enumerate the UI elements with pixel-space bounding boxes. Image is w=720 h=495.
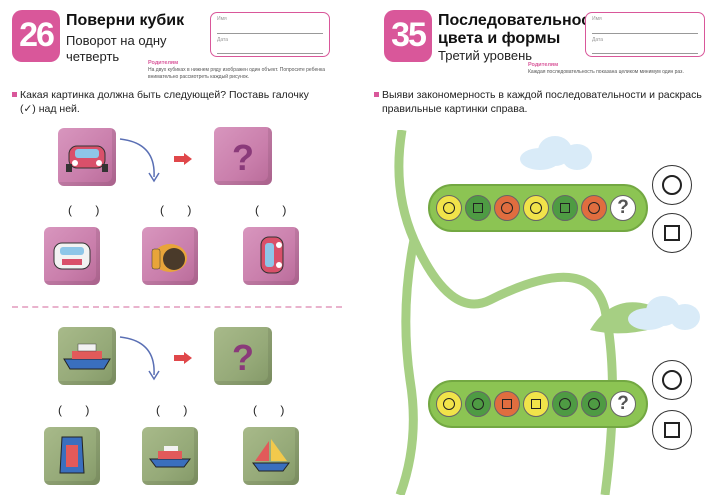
square-shape-icon (531, 399, 541, 409)
task-bullet (12, 92, 17, 97)
parents-note-right: Каждая последовательность показана целик… (528, 69, 684, 75)
pea-5 (552, 391, 578, 417)
circle-shape-icon (588, 398, 600, 410)
rotate-arrow-icon-2 (119, 336, 160, 381)
name-line[interactable] (217, 33, 323, 34)
pea-6 (581, 391, 607, 417)
left-page: 26 Поверни кубик Поворот на одну четверт… (12, 10, 342, 485)
parents-heading: Родителям (148, 60, 179, 66)
name-date-box-right: Имя Дата (585, 12, 705, 57)
name-line-right[interactable] (592, 33, 698, 34)
pea-4 (523, 195, 549, 221)
square-shape-icon (664, 422, 680, 438)
sailboat-icon (252, 439, 290, 472)
pea-6 (581, 195, 607, 221)
page-number: 26 (19, 16, 55, 54)
pea-4 (523, 391, 549, 417)
checkbox-4[interactable]: ( ) (58, 403, 100, 417)
circle-shape-icon (472, 398, 484, 410)
circle-shape-icon (662, 370, 682, 390)
circle-shape-icon (443, 202, 455, 214)
square-shape-icon (560, 203, 570, 213)
question-mark-2: ? (232, 337, 254, 378)
pea-pod-2: ? (428, 380, 648, 428)
ship-side-icon (149, 446, 191, 468)
name-date-box: Имя Дата (210, 12, 330, 57)
checkbox-3[interactable]: ( ) (255, 203, 297, 217)
task-text-right: Выяви закономерность в каждой последоват… (382, 89, 702, 115)
pea-2 (465, 391, 491, 417)
car-side-icon (260, 236, 284, 274)
circle-shape-icon (530, 202, 542, 214)
page-title: Поверни кубик (66, 12, 185, 29)
arrow-right-icon (174, 153, 192, 165)
answer-square-2[interactable] (652, 410, 692, 450)
answer-circle-1[interactable] (652, 165, 692, 205)
name-label: Имя (217, 16, 227, 22)
question-mark: ? (617, 197, 629, 218)
car-front-icon (66, 145, 108, 172)
pea-3 (494, 195, 520, 221)
question-mark: ? (232, 137, 254, 178)
pea-3 (494, 391, 520, 417)
pea-7: ? (610, 195, 636, 221)
checkbox-2[interactable]: ( ) (160, 203, 202, 217)
date-label-right: Дата (592, 37, 604, 43)
parents-note: На двух кубиках в нижнем ряду изображен … (148, 67, 326, 80)
option-cube-1[interactable] (44, 227, 100, 285)
option-cube-3[interactable] (243, 227, 299, 285)
page-subtitle-right: Третий уровень (438, 48, 533, 63)
circle-shape-icon (588, 202, 600, 214)
right-page: 35 Последовательности: цвета и формы Тре… (360, 0, 720, 495)
pea-1 (436, 391, 462, 417)
page-number-right: 35 (391, 16, 427, 54)
date-line[interactable] (217, 53, 323, 54)
ship-icon (63, 343, 111, 370)
parents-heading-right: Родителям (528, 62, 559, 68)
circle-shape-icon (501, 202, 513, 214)
square-shape-icon (502, 399, 512, 409)
page-subtitle: Поворот на одну четверть (66, 33, 167, 64)
example-cube-ship (58, 327, 116, 385)
page-title-right-line1: Последовательности: (438, 12, 614, 29)
answer-square-1[interactable] (652, 213, 692, 253)
answer-circle-2[interactable] (652, 360, 692, 400)
square-shape-icon (473, 203, 483, 213)
task-bullet-right (374, 92, 379, 97)
circle-shape-icon (559, 398, 571, 410)
page-number-badge-right: 35 (384, 10, 432, 62)
square-shape-icon (664, 225, 680, 241)
arrow-right-icon-2 (174, 352, 192, 364)
pea-2 (465, 195, 491, 221)
option-cube-4[interactable] (44, 427, 100, 485)
checkbox-6[interactable]: ( ) (253, 403, 295, 417)
answer-cube-question-2: ? (214, 327, 272, 385)
pea-1 (436, 195, 462, 221)
ship-bow-icon (59, 436, 85, 474)
pea-pod-1: ? (428, 184, 648, 232)
task-text: Какая картинка должна быть следующей? По… (20, 89, 309, 115)
circle-shape-icon (443, 398, 455, 410)
date-label: Дата (217, 37, 229, 43)
option-cube-2[interactable] (142, 227, 198, 285)
pea-7: ? (610, 391, 636, 417)
checkbox-5[interactable]: ( ) (156, 403, 198, 417)
checkbox-1[interactable]: ( ) (68, 203, 110, 217)
example-cube-car (58, 128, 116, 186)
option-cube-5[interactable] (142, 427, 198, 485)
circle-shape-icon (662, 175, 682, 195)
car-top-icon (53, 242, 91, 270)
date-line-right[interactable] (592, 53, 698, 54)
rotate-arrow-icon (119, 138, 160, 183)
pea-5 (552, 195, 578, 221)
option-cube-6[interactable] (243, 427, 299, 485)
section-divider (12, 306, 342, 308)
car-back-icon (151, 244, 187, 272)
answer-cube-question: ? (214, 127, 272, 185)
name-label-right: Имя (592, 16, 602, 22)
question-mark: ? (617, 393, 629, 414)
page-number-badge: 26 (12, 10, 60, 62)
page-title-right-line2: цвета и формы (438, 30, 561, 47)
